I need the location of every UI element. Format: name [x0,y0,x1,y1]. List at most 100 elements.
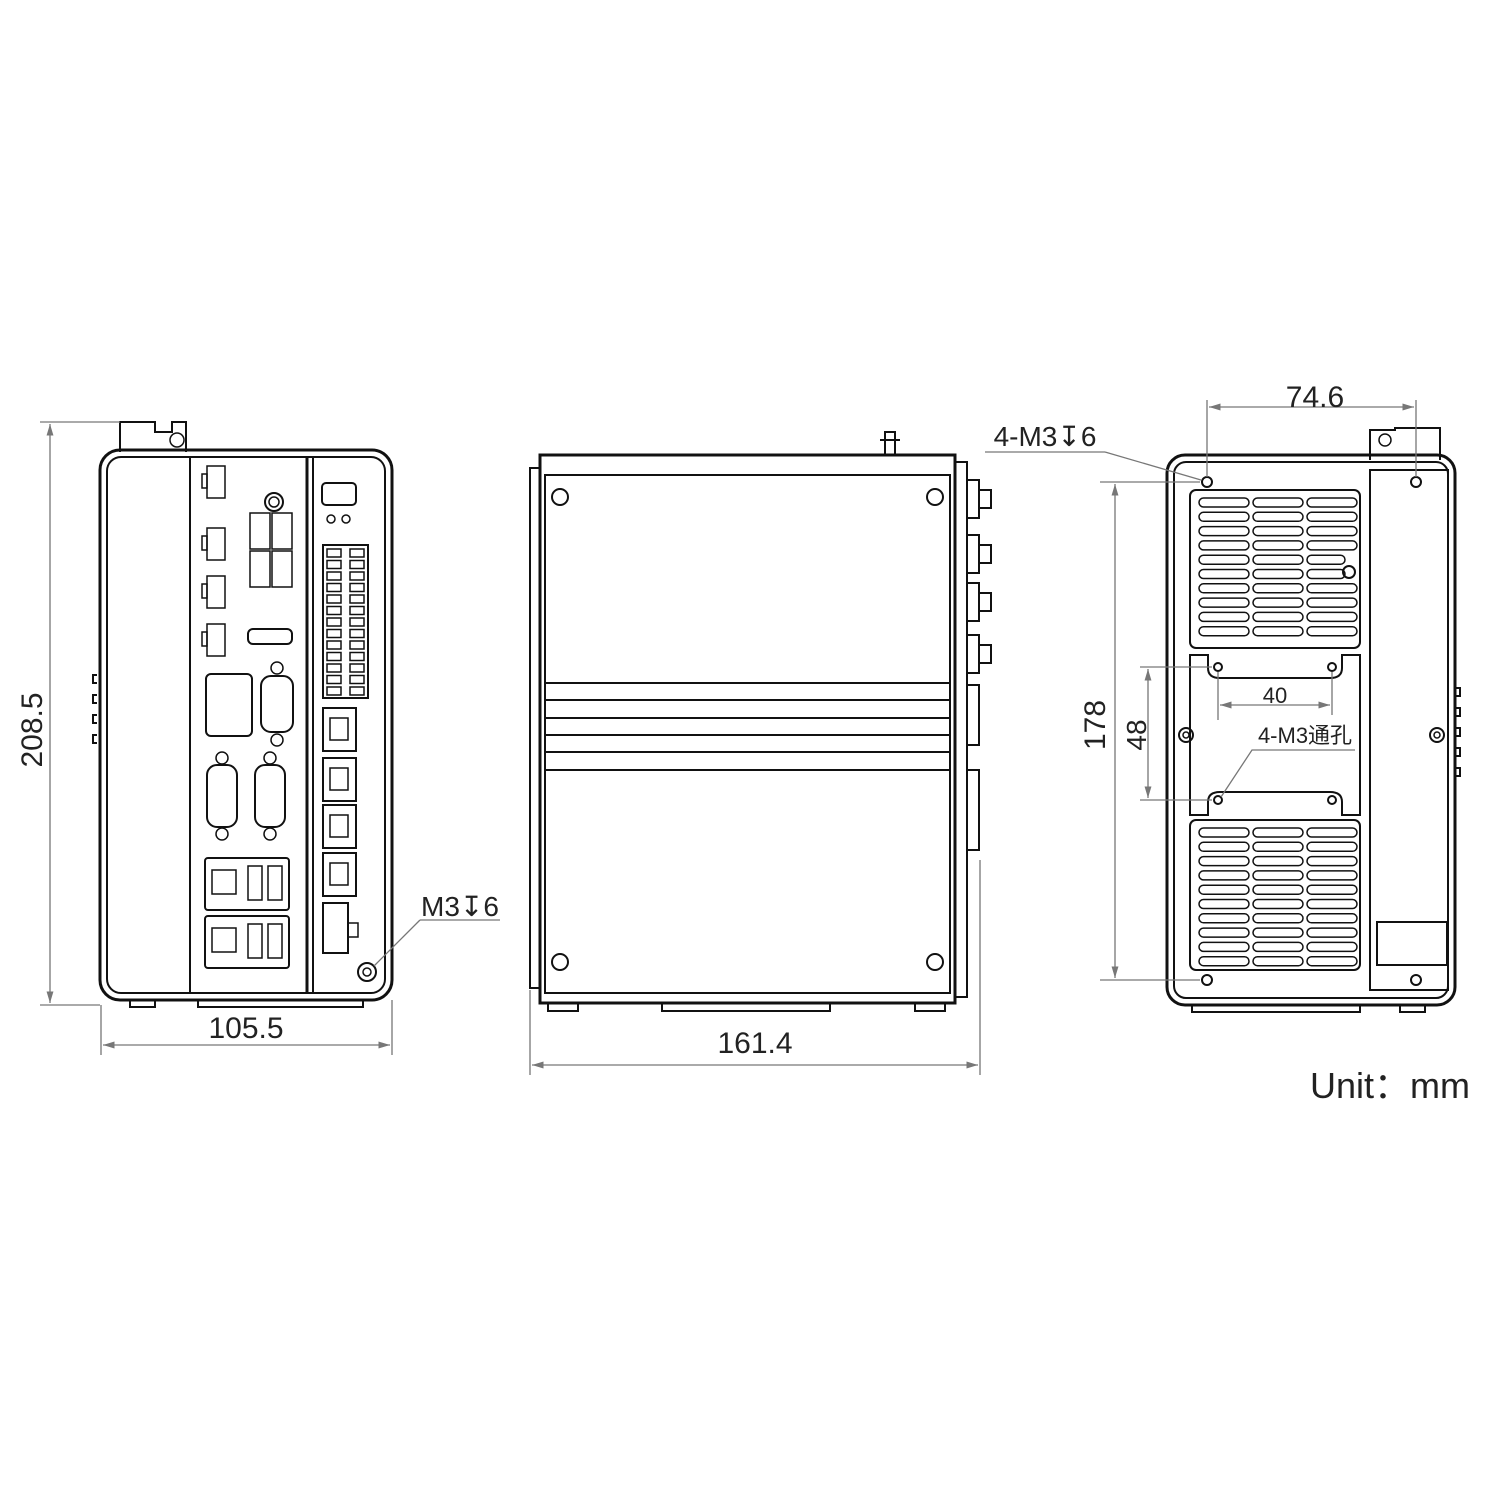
com-terminal-port [206,527,226,561]
com-terminal-port [206,575,226,609]
vent-slot [1306,611,1358,623]
usb-port [249,550,271,588]
line-art [201,631,208,647]
connector-plug [978,592,992,612]
terminal-pin [326,640,342,650]
terminal-pin [349,548,365,558]
screw-note: M3↧6 [421,891,499,922]
width-dimension: 105.5 [208,1012,283,1045]
through-hole [1327,662,1337,672]
terminal-pin [349,663,365,673]
vent-slot [1252,941,1304,953]
vent-slot [1252,870,1304,881]
vent-slot [1306,927,1358,938]
line-art [215,751,229,765]
vent-slot [1252,511,1304,523]
vent-slot [1306,497,1358,508]
vga-port [260,675,294,733]
mount-hole [1410,476,1422,488]
vent-slot [1198,540,1250,551]
side-view [529,431,992,1012]
side-enclosure [538,453,957,1005]
terminal-pin [349,594,365,604]
line-art [329,862,349,886]
lan-port [322,757,357,802]
mount-hole [1410,974,1422,986]
terminal-pin [326,674,342,685]
vent-slot [1252,497,1304,508]
terminal-pin [349,686,365,696]
vent-slot [1198,898,1250,910]
terminal-pin [326,548,342,558]
terminal-pin [326,651,342,662]
connector-plug [978,544,992,564]
vent-slot [1198,597,1250,608]
vent-slot [1252,525,1304,537]
audio-jack [264,492,284,512]
lan-port [211,869,237,895]
vent-slot [1252,625,1304,637]
usb-port [249,512,271,550]
line-art [268,496,280,508]
terminal-pin [349,651,365,662]
led [326,514,336,524]
screw [551,953,569,971]
line-art [347,922,359,938]
lan-port [322,804,357,849]
terminal-pin [326,663,342,673]
vent-slot [1306,827,1358,838]
vent-slot [1306,941,1358,953]
fins [92,674,97,744]
lan-usb-block [204,857,290,911]
line-art [215,827,229,841]
vent-slot [1198,841,1250,853]
vent-slot [1306,884,1358,895]
front-view [92,421,394,1008]
lan-port [211,927,237,953]
usb-port [267,865,283,901]
mount-note: 4-M3↧6 [994,421,1097,452]
vent-slot [1252,927,1304,938]
bracket-spacing-horizontal: 40 [1263,683,1287,708]
mount-hole [1201,476,1213,488]
vent-slot [1198,611,1250,623]
screw [551,488,569,506]
line-art [270,733,284,747]
line-art [329,717,349,741]
connector [966,534,980,574]
hdmi-port [247,628,293,645]
dio-terminal-block [322,544,369,699]
vent-slot [1198,568,1250,580]
vent-slot [1198,941,1250,953]
connector [966,634,980,674]
vent-slot [1252,583,1304,594]
vent-slot [1252,855,1304,867]
power-connector [322,902,349,954]
line-art [201,583,208,599]
vent-slot [1252,827,1304,838]
connector [966,582,980,622]
vent-slot [1252,841,1304,853]
bracket-screw [169,432,185,448]
vent-slot [1306,597,1358,608]
terminal-pin [349,582,365,593]
label-area [1376,921,1448,966]
terminal-pin [326,605,342,616]
terminal-pin [349,628,365,639]
display-window [321,482,357,506]
vent-slot [1306,870,1358,881]
mount-plate [1189,654,1361,816]
line-art [263,751,277,765]
vent-slot [1198,955,1250,967]
io-panel [201,465,369,969]
bracket-spacing-vertical: 48 [1121,719,1152,750]
height-dimension: 208.5 [16,692,49,767]
connector-plug [978,489,992,509]
com-terminal-port [206,623,226,657]
terminal-pin [349,605,365,616]
vent-slot [1198,625,1250,637]
rear-view [1165,427,1461,1013]
vent-slot [1198,870,1250,881]
terminal-pin [326,582,342,593]
